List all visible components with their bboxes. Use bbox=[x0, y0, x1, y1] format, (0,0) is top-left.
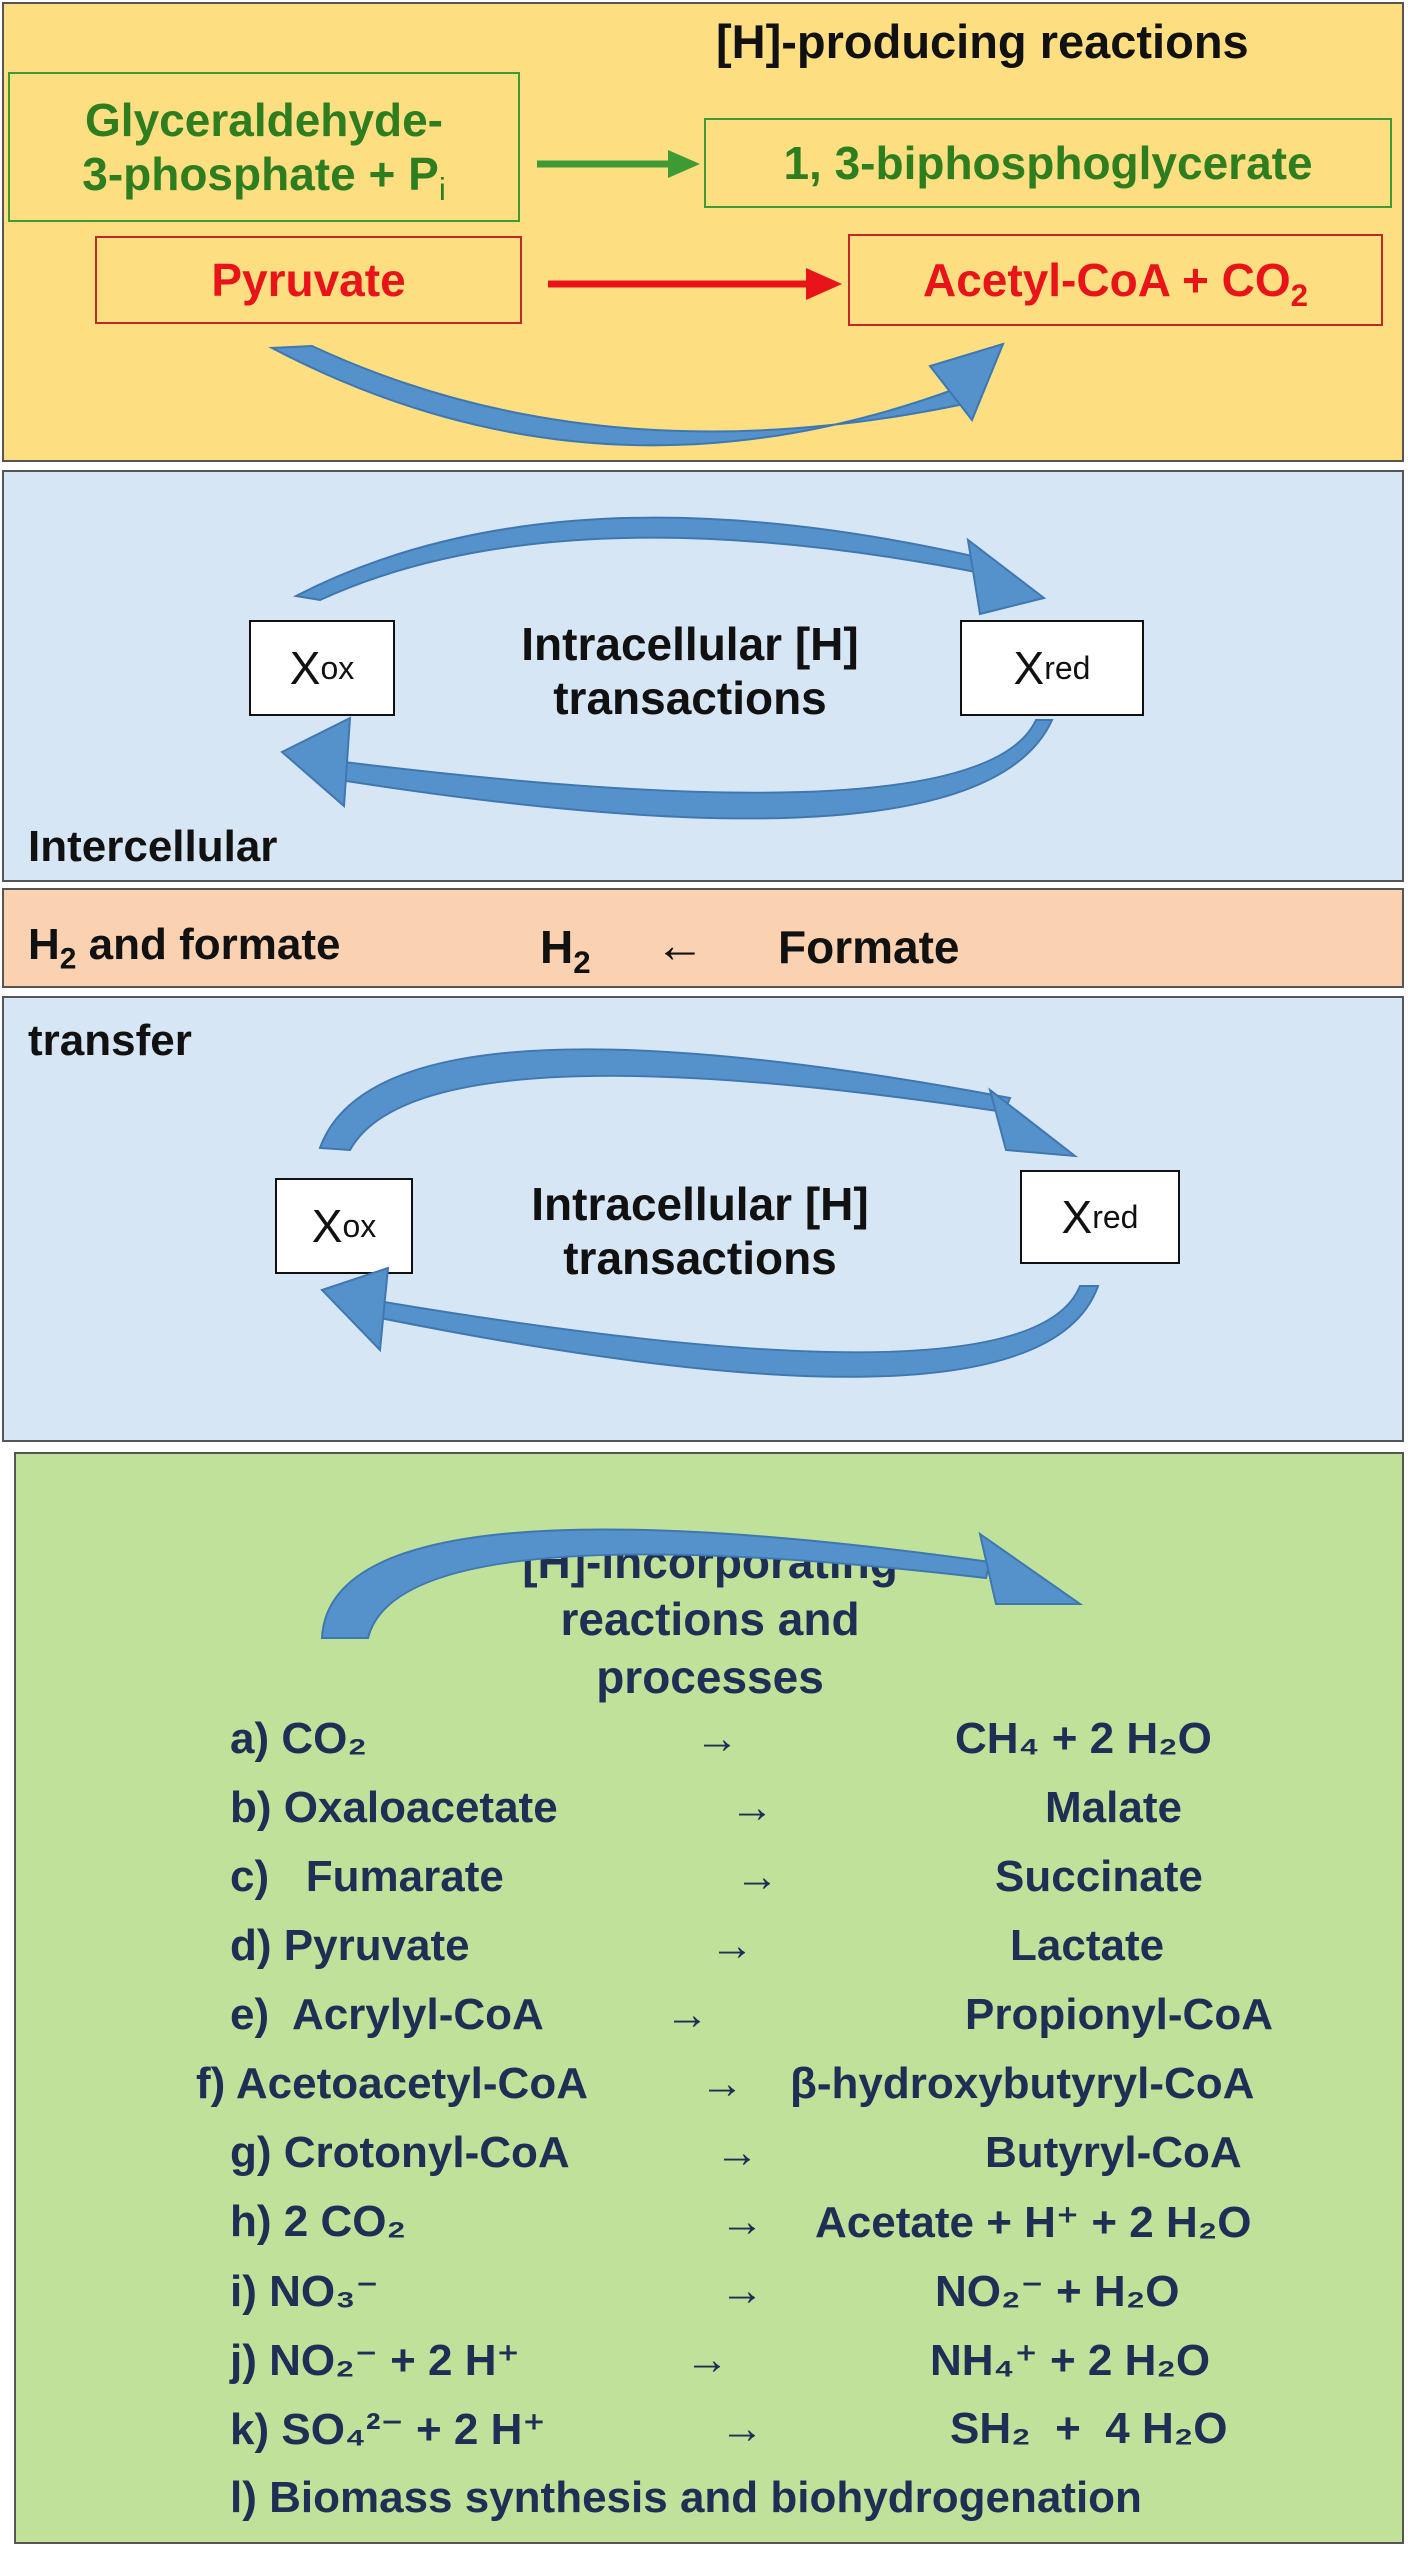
reaction-right-h: Acetate + H⁺ + 2 H₂O bbox=[815, 2198, 1252, 2247]
acetyl-coa-box: Acetyl-CoA + CO2 bbox=[848, 234, 1383, 326]
pyruvate-box: Pyruvate bbox=[95, 236, 522, 324]
intracellular-label-1: Intracellular [H] transactions bbox=[430, 606, 950, 736]
reaction-left-i: i) NO₃⁻ bbox=[230, 2267, 379, 2316]
top-curved-arrow bbox=[268, 342, 1005, 447]
reaction-arrow-c: → bbox=[735, 1852, 779, 1901]
pyruvate-label: Pyruvate bbox=[211, 253, 406, 306]
reaction-arrow-d: → bbox=[710, 1921, 754, 1970]
formate-to-h2-arrow: ← bbox=[655, 917, 705, 973]
reaction-left-l: l) Biomass synthesis and biohydrogenatio… bbox=[230, 2473, 1142, 2522]
cycle1-top-arc bbox=[292, 516, 1047, 616]
reaction-arrow-j: → bbox=[685, 2335, 729, 2384]
h2-main: H bbox=[540, 921, 574, 973]
xred-2-main: X bbox=[1061, 1191, 1093, 1243]
cycle2-bottom-arc bbox=[320, 1266, 1100, 1378]
reaction-arrow-a: → bbox=[695, 1714, 739, 1763]
bottom-curved-arrow bbox=[320, 1528, 1084, 1639]
h2-and-formate-rest: and formate bbox=[76, 920, 341, 969]
reaction-right-g: Butyryl-CoA bbox=[985, 2128, 1242, 2177]
h-incorporating-line3: processes bbox=[596, 1650, 824, 1703]
reaction-arrow-e: → bbox=[665, 1990, 709, 2039]
transfer-label: transfer bbox=[28, 1016, 192, 1065]
biphosphoglycerate-box: 1, 3-biphosphoglycerate bbox=[704, 118, 1392, 208]
reaction-right-b: Malate bbox=[1045, 1783, 1182, 1832]
xox-2-main: X bbox=[311, 1200, 343, 1252]
reaction-right-e: Propionyl-CoA bbox=[965, 1990, 1273, 2039]
h-producing-title: [H]-producing reactions bbox=[716, 15, 1249, 68]
intracellular-2-line1: Intracellular [H] bbox=[531, 1177, 869, 1230]
h2-and-formate-main: H bbox=[28, 920, 60, 969]
glyceraldehyde-line2: 3-phosphate + P bbox=[82, 148, 439, 200]
h-producing-panel bbox=[2, 2, 1404, 462]
glyceraldehyde-box: Glyceraldehyde- 3-phosphate + Pi bbox=[8, 72, 520, 222]
reaction-right-f: β-hydroxybutyryl-CoA bbox=[790, 2059, 1255, 2108]
reaction-right-j: NH₄⁺ + 2 H₂O bbox=[930, 2336, 1211, 2385]
reaction-arrow-h: → bbox=[720, 2197, 764, 2246]
reaction-arrow-i: → bbox=[720, 2266, 764, 2315]
reaction-right-a: CH₄ + 2 H₂O bbox=[955, 1714, 1212, 1763]
reaction-arrow-k: → bbox=[720, 2404, 764, 2453]
h-incorporating-panel bbox=[14, 1452, 1404, 2544]
h-incorporating-line2: reactions and bbox=[560, 1593, 860, 1646]
intercellular-label: Intercellular bbox=[28, 822, 278, 871]
reaction-left-b: b) Oxaloacetate bbox=[230, 1783, 558, 1832]
reaction-left-c: c) Fumarate bbox=[230, 1852, 504, 1901]
intracellular-2-line2: transactions bbox=[563, 1232, 837, 1284]
formate-label: Formate bbox=[778, 921, 960, 973]
reaction-left-a: a) CO₂ bbox=[230, 1714, 367, 1763]
reaction-arrow-f: → bbox=[700, 2059, 744, 2108]
intracellular-1-line2: transactions bbox=[553, 672, 827, 724]
reaction-left-j: j) NO₂⁻ + 2 H⁺ bbox=[230, 2336, 520, 2385]
h2-formate-transfer-panel bbox=[2, 888, 1404, 988]
reaction-right-d: Lactate bbox=[1010, 1921, 1165, 1970]
reaction-left-f: f) Acetoacetyl-CoA bbox=[196, 2059, 588, 2108]
h2-and-formate-label: H2 and formate bbox=[28, 920, 341, 974]
reaction-left-g: g) Crotonyl-CoA bbox=[230, 2128, 570, 2177]
h2-label: H2 bbox=[540, 920, 591, 978]
reaction-left-e: e) Acrylyl-CoA bbox=[230, 1990, 544, 2039]
xox-1-main: X bbox=[289, 642, 321, 694]
acetyl-coa-label: Acetyl-CoA + CO bbox=[922, 253, 1291, 306]
acetyl-coa-sub: 2 bbox=[1290, 277, 1309, 313]
cycle2-top-arc bbox=[318, 1048, 1079, 1158]
glyceraldehyde-sub: i bbox=[438, 172, 446, 207]
green-arrow bbox=[537, 150, 700, 178]
reaction-left-d: d) Pyruvate bbox=[230, 1921, 470, 1970]
h2-sub: 2 bbox=[573, 945, 591, 980]
glyceraldehyde-line1: Glyceraldehyde- bbox=[85, 93, 443, 146]
reaction-right-i: NO₂⁻ + H₂O bbox=[935, 2267, 1180, 2316]
intracellular-1-line1: Intracellular [H] bbox=[521, 617, 859, 670]
red-arrow bbox=[548, 268, 842, 300]
biphosphoglycerate-label: 1, 3-biphosphoglycerate bbox=[783, 136, 1313, 189]
h2-and-formate-sub: 2 bbox=[59, 942, 77, 976]
reaction-arrow-g: → bbox=[715, 2128, 759, 2177]
reaction-left-k: k) SO₄²⁻ + 2 H⁺ bbox=[230, 2405, 546, 2454]
reaction-right-c: Succinate bbox=[995, 1852, 1203, 1901]
reaction-left-h: h) 2 CO₂ bbox=[230, 2197, 406, 2246]
cycle1-bottom-arc bbox=[280, 716, 1054, 820]
intracellular-label-2: Intracellular [H] transactions bbox=[440, 1166, 960, 1296]
reaction-arrow-b: → bbox=[730, 1783, 774, 1832]
reaction-right-k: SH₂ + 4 H₂O bbox=[950, 2404, 1228, 2453]
xred-1-main: X bbox=[1013, 642, 1045, 694]
